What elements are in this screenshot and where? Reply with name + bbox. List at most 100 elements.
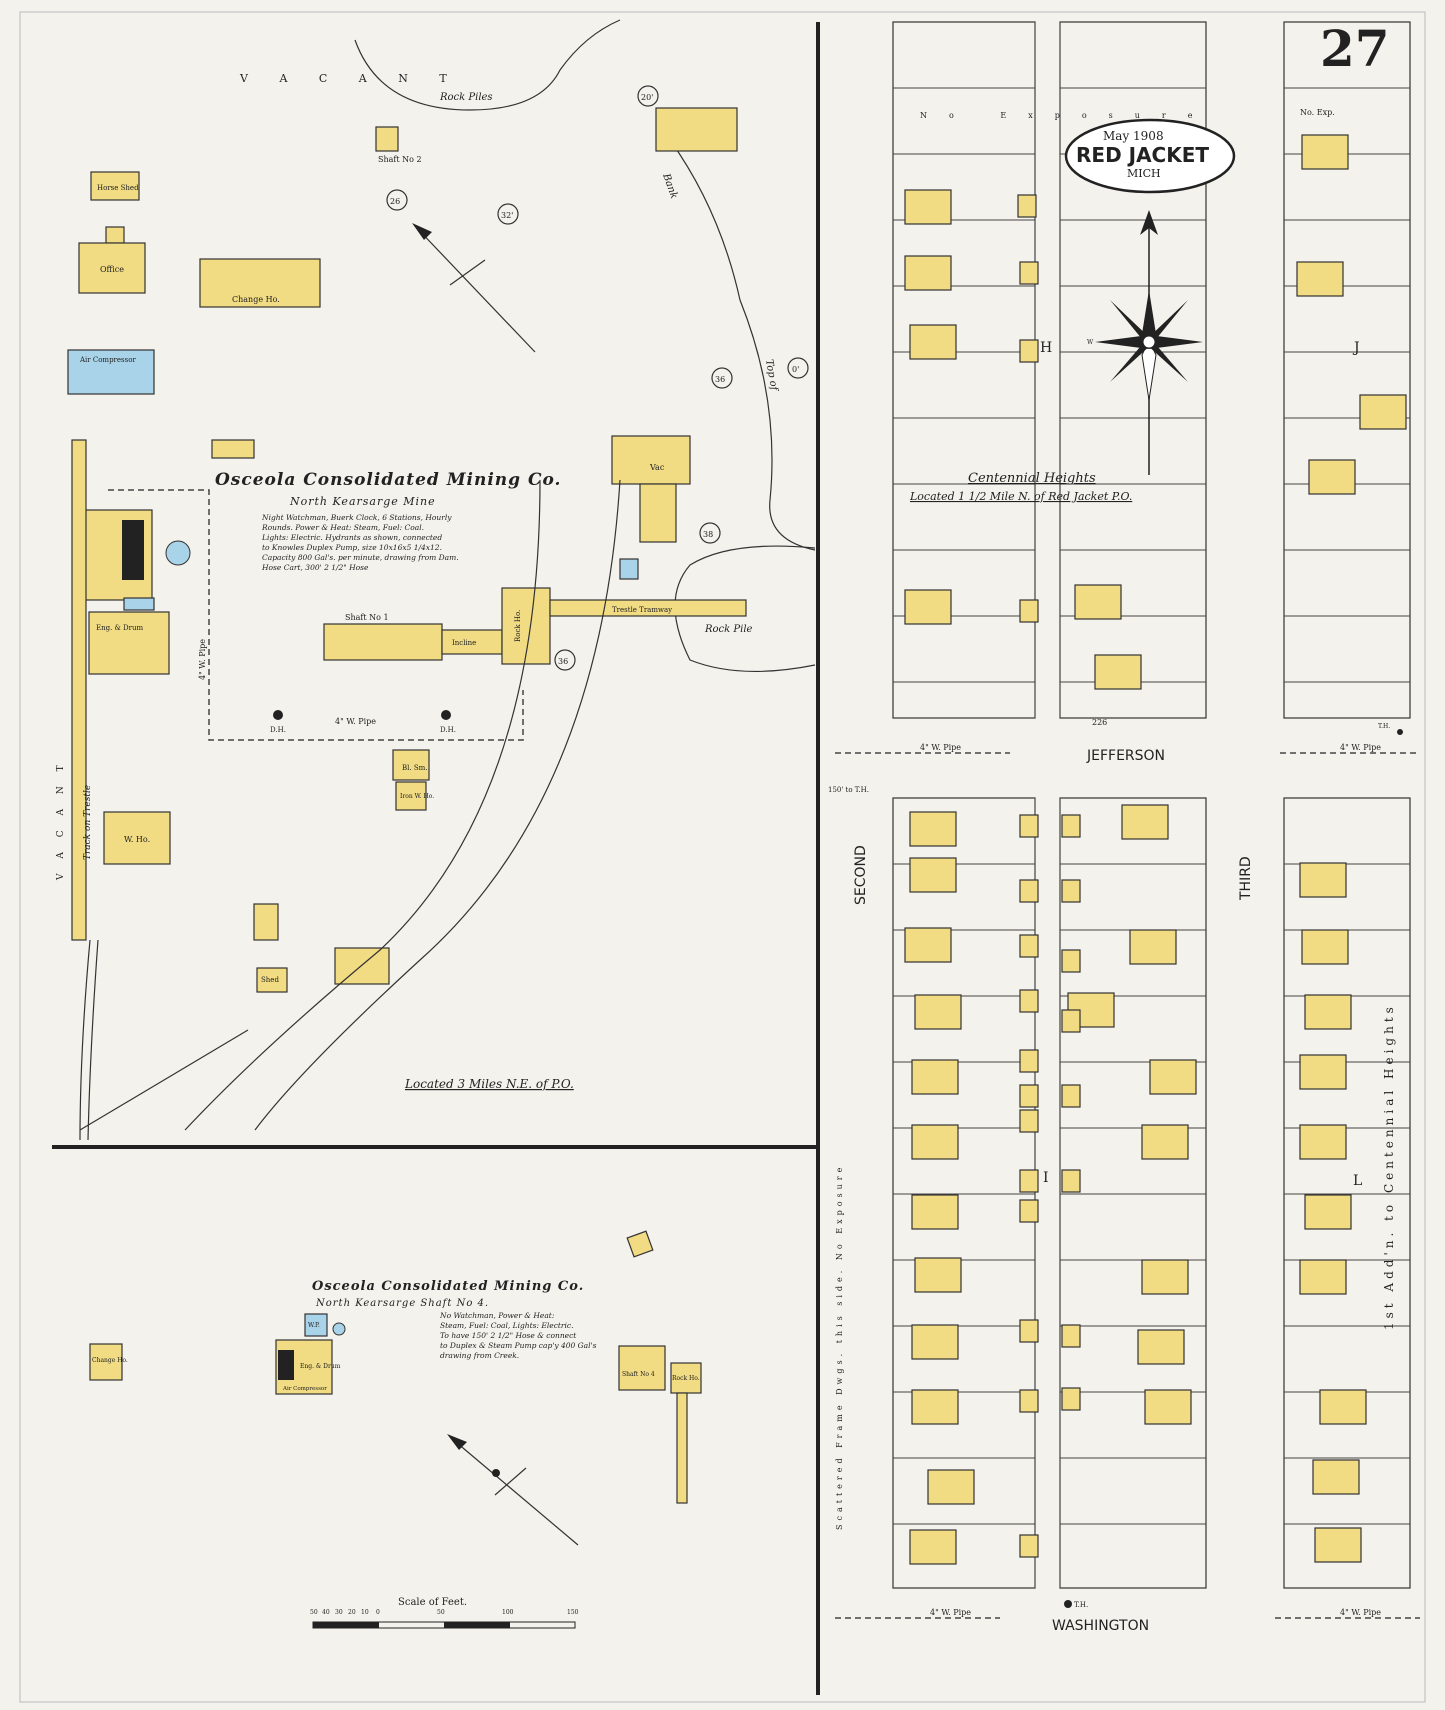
right-note: 1st Add'n. to Centennial Heights xyxy=(1382,1003,1396,1330)
centennial-heights-label: Centennial Heights xyxy=(968,471,1096,486)
horse-shed-label: Horse Shed xyxy=(97,184,139,192)
svg-text:4" W. Pipe: 4" W. Pipe xyxy=(920,743,961,752)
shaft-no-1-building xyxy=(323,623,443,661)
dwelling xyxy=(1299,1054,1347,1090)
change-ho-label: Change Ho. xyxy=(232,295,280,304)
svg-text:0': 0' xyxy=(792,365,799,374)
dwelling xyxy=(909,811,957,847)
dwelling xyxy=(1299,1259,1347,1295)
dwelling xyxy=(1359,394,1407,430)
w-ho-building xyxy=(103,811,171,865)
mine-north-title: Osceola Consolidated Mining Co. xyxy=(215,470,561,490)
svg-text:to Duplex & Steam Pump cap'y 4: to Duplex & Steam Pump cap'y 400 Gal's xyxy=(440,1341,597,1350)
svg-text:36: 36 xyxy=(558,657,568,666)
svg-text:Steam, Fuel: Coal, Lights: Ele: Steam, Fuel: Coal, Lights: Electric. xyxy=(440,1321,574,1330)
dwelling xyxy=(911,1124,959,1160)
dwelling xyxy=(914,1257,962,1293)
svg-text:Hose Cart, 300' 2 1/2" Hose: Hose Cart, 300' 2 1/2" Hose xyxy=(261,563,369,572)
city-badge: May 1908 RED JACKET MICH xyxy=(1064,118,1236,194)
svg-text:D.H.: D.H. xyxy=(440,726,456,734)
change-house-building xyxy=(199,258,321,308)
dwelling xyxy=(1319,1389,1367,1425)
svg-text:H: H xyxy=(1040,340,1052,356)
dwelling xyxy=(909,324,957,360)
svg-text:to Knowles Duplex Pump, size 1: to Knowles Duplex Pump, size 10x16x5 1/4… xyxy=(262,543,442,552)
pipe-label-north: 4" W. Pipe xyxy=(335,717,376,726)
mine-north-notes: Night Watchman, Buerk Clock, 6 Stations,… xyxy=(261,513,459,572)
mine-south-title: Osceola Consolidated Mining Co. xyxy=(312,1279,584,1294)
svg-text:Rock Ho.: Rock Ho. xyxy=(672,1375,700,1382)
svg-text:150: 150 xyxy=(567,1609,579,1616)
svg-text:20': 20' xyxy=(641,93,653,102)
north-mine: V A C A N T Rock Piles Bank Top of Rock … xyxy=(56,19,816,1141)
vacant-side-label: V A C A N T xyxy=(56,759,66,881)
dwelling xyxy=(1141,1124,1189,1160)
rock-ho-south xyxy=(670,1362,702,1394)
air-compressor-label: Air Compressor xyxy=(79,356,136,364)
north-arrow xyxy=(414,225,536,353)
svg-text:W: W xyxy=(1087,339,1094,346)
shaft-no-1-label: Shaft No 1 xyxy=(345,613,389,622)
bank-label: Bank xyxy=(660,171,680,200)
scale-bar: Scale of Feet. 50 40 30 20 10 0 50 100 1… xyxy=(310,1597,579,1629)
badge-town: RED JACKET xyxy=(1076,143,1209,167)
dwelling xyxy=(1301,929,1349,965)
dwelling xyxy=(904,927,952,963)
rock-piles-label: Rock Piles xyxy=(439,92,493,103)
street-second: SECOND xyxy=(853,845,869,905)
trestle-tramway xyxy=(549,599,747,617)
dwelling xyxy=(911,1389,959,1425)
svg-text:No. Exp.: No. Exp. xyxy=(1300,108,1335,117)
dwelling xyxy=(1144,1389,1192,1425)
svg-text:T.H.: T.H. xyxy=(1074,1601,1088,1609)
svg-text:Rounds. Power & Heat: Steam, F: Rounds. Power & Heat: Steam, Fuel: Coal. xyxy=(261,523,424,532)
svg-text:Shed: Shed xyxy=(261,976,279,984)
rock-ho-label: Rock Ho. xyxy=(514,610,522,642)
eng-drum-label: Eng. & Drum xyxy=(96,624,143,632)
svg-text:Change Ho.: Change Ho. xyxy=(92,1357,128,1364)
mine-south-subtitle: North Kearsarge Shaft No 4. xyxy=(315,1298,489,1309)
svg-text:10: 10 xyxy=(361,1609,369,1616)
dwelling-north-mine xyxy=(334,947,390,985)
dwelling-top xyxy=(655,107,738,152)
dwelling xyxy=(1314,1527,1362,1563)
dwelling xyxy=(1129,929,1177,965)
trestle-tramway-label: Trestle Tramway xyxy=(612,606,672,614)
office-label: Office xyxy=(100,265,124,274)
svg-text:No Watchman, Power & Heat:: No Watchman, Power & Heat: xyxy=(439,1311,555,1320)
street-jefferson: JEFFERSON xyxy=(1086,748,1165,764)
dwelling xyxy=(904,589,952,625)
mine-south-notes: No Watchman, Power & Heat: Steam, Fuel: … xyxy=(439,1311,597,1360)
blacksmith-building xyxy=(392,749,430,781)
svg-text:Iron W. Ho.: Iron W. Ho. xyxy=(400,793,434,800)
svg-text:To have 150' 2 1/2" Hose & con: To have 150' 2 1/2" Hose & connect xyxy=(440,1331,577,1340)
page-number: 27 xyxy=(1320,19,1390,78)
dwelling xyxy=(904,189,952,225)
horse-shed-building xyxy=(90,171,140,201)
dwelling xyxy=(1074,584,1122,620)
svg-text:No Exposure: No Exposure xyxy=(920,111,1214,120)
office-building xyxy=(78,242,146,294)
dwelling xyxy=(1137,1329,1185,1365)
dwelling xyxy=(1308,459,1356,495)
bl-sm-label: Bl. Sm. xyxy=(402,764,428,772)
svg-text:drawing from Creek.: drawing from Creek. xyxy=(440,1351,519,1360)
shaft-no-2-label: Shaft No 2 xyxy=(378,155,422,164)
street-third: THIRD xyxy=(1238,856,1254,901)
dwelling xyxy=(1299,862,1347,898)
incline-label: Incline xyxy=(452,639,476,647)
shaft-no-2-building xyxy=(375,126,399,152)
dwelling xyxy=(1304,1194,1352,1230)
shaft-no-4-building xyxy=(618,1345,666,1391)
svg-text:I: I xyxy=(1043,1170,1049,1186)
svg-text:150' to T.H.: 150' to T.H. xyxy=(828,786,869,794)
dwelling xyxy=(1141,1259,1189,1295)
dwelling xyxy=(914,994,962,1030)
svg-text:26: 26 xyxy=(390,197,400,206)
svg-text:Vac: Vac xyxy=(649,463,665,472)
town-dwellings xyxy=(904,134,1407,1565)
located-label: Located 1 1/2 Mile N. of Red Jacket P.O. xyxy=(909,490,1132,503)
track-on-trestle xyxy=(71,439,87,941)
dwelling xyxy=(909,1529,957,1565)
eng-drum-building xyxy=(88,611,170,675)
